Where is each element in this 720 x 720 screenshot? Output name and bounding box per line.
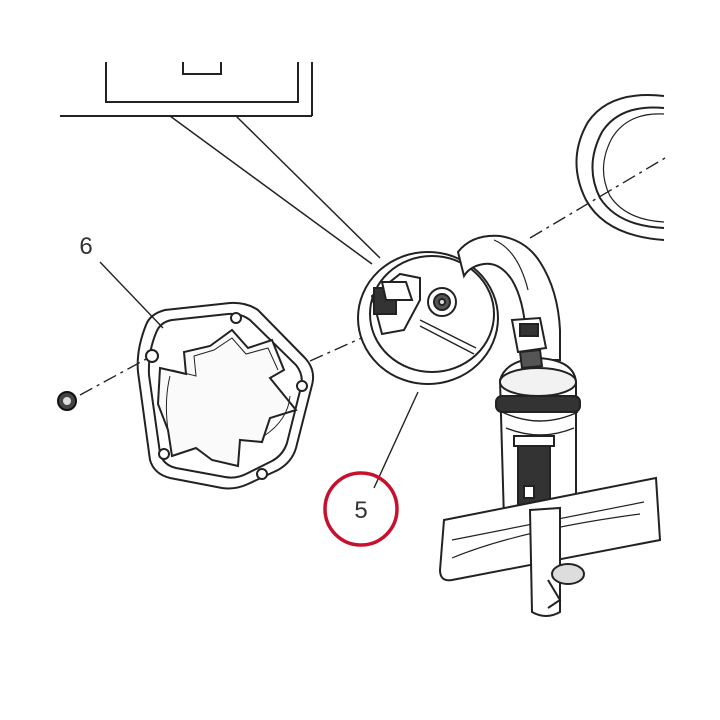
- fuel-pump-body: [495, 316, 581, 546]
- detail-frame: [60, 62, 313, 117]
- callout-label-6: 6: [79, 233, 92, 260]
- callout-label-5: 5: [354, 497, 367, 524]
- locking-ring-part-6: [136, 301, 315, 490]
- fuel-strainer: [438, 476, 662, 617]
- nut-part: [57, 391, 77, 411]
- tank-opening-seal: [575, 94, 665, 241]
- leader-line-5: [373, 391, 419, 489]
- detail-leader-lines: [169, 115, 381, 265]
- fuel-pump-flange-part-5: [357, 251, 499, 385]
- leader-line-6: [99, 261, 164, 329]
- highlight-ring: [323, 471, 399, 547]
